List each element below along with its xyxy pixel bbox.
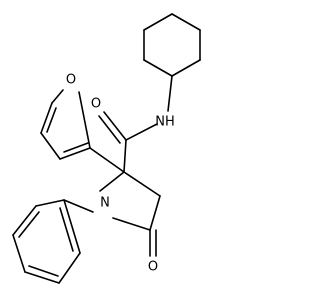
cyclohexyl-ring — [143, 13, 201, 77]
lactam-nitrogen-label: N — [100, 196, 110, 211]
lactam-carbonyl-double-bond — [149, 229, 157, 257]
bond-carbonyl-quaternary — [123, 139, 127, 173]
furan-oxygen-label: O — [66, 73, 76, 88]
beta-lactam-ring — [99, 171, 161, 231]
bond-quaternary-furan — [89, 147, 125, 173]
phenyl-ring — [12, 199, 81, 284]
bond-nh-carbonyl — [125, 123, 158, 141]
furan-ring — [40, 89, 91, 160]
amide-carbonyl-double-bond — [98, 111, 127, 144]
molecule-drawing: O O NH N O — [12, 13, 201, 284]
bond-cyclohexyl-nh — [167, 75, 173, 112]
amide-oxygen-label: O — [91, 97, 101, 112]
amide-nitrogen-label: NH — [155, 115, 175, 130]
lactam-oxygen-label: O — [148, 260, 158, 275]
bond-nitrogen-phenyl — [63, 199, 94, 213]
structure-diagram: O O NH N O — [12, 13, 201, 284]
